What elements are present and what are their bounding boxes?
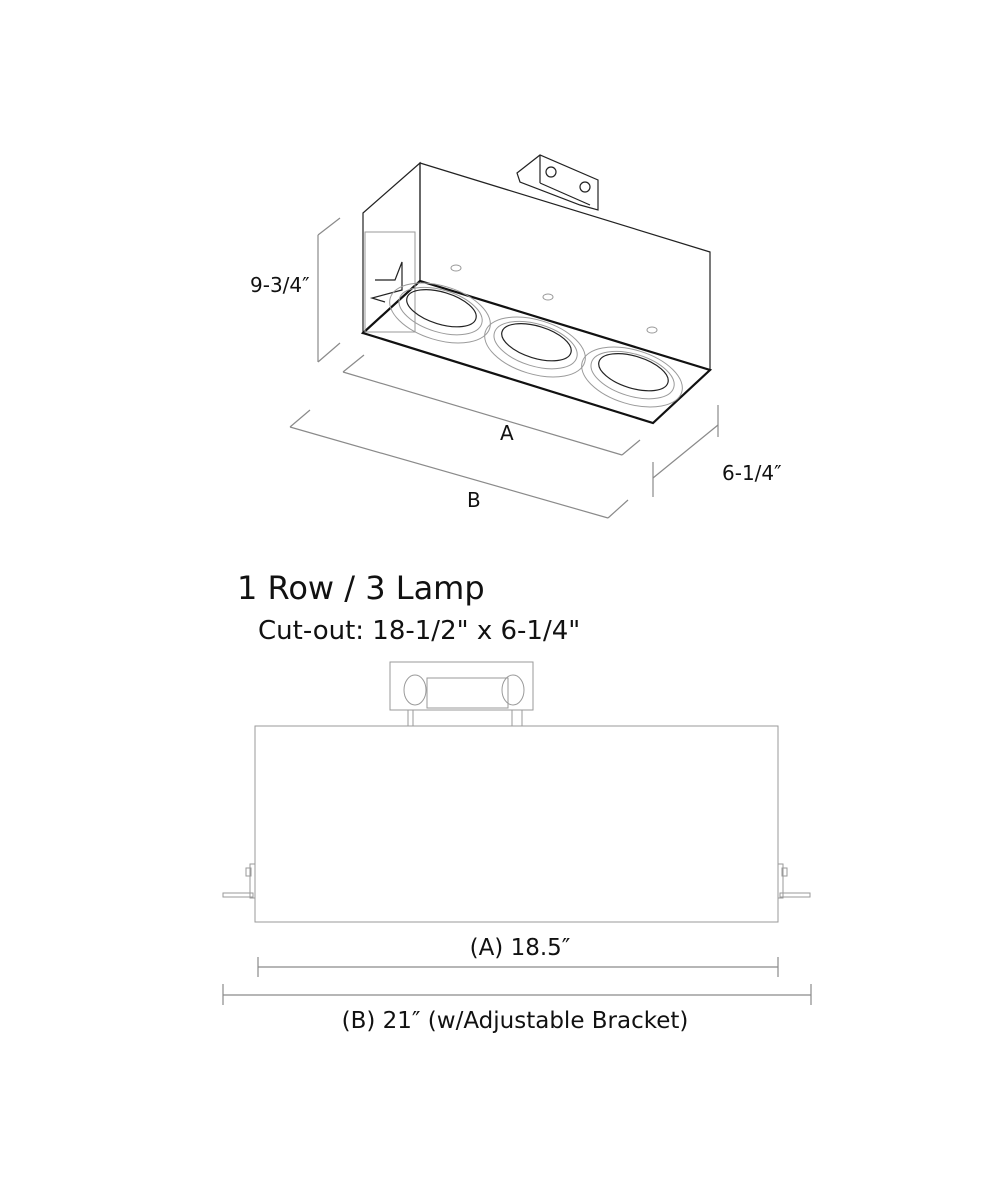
dim-b-label: B [467, 488, 481, 512]
bracket-clip [369, 261, 403, 303]
housing-bottom-opening [360, 279, 713, 425]
junction-box-side [389, 661, 534, 711]
side-dim-b-label: (B) 21″ (w/Adjustable Bracket) [342, 1008, 689, 1034]
product-title: 1 Row / 3 Lamp [237, 569, 485, 607]
right-adjustable-bracket [777, 863, 811, 899]
dimension-lines [289, 217, 719, 519]
housing-side [254, 725, 779, 923]
lamp-3 [581, 346, 683, 408]
isometric-housing: 9-3/4″ A B 6-1/4″ [250, 154, 782, 519]
lamp-2 [484, 316, 586, 378]
left-adjustable-bracket [222, 863, 256, 899]
side-view: (A) 18.5″ (B) 21″ (w/Adjustable Bracket) [222, 661, 812, 1034]
depth-label: 6-1/4″ [722, 461, 782, 485]
side-dim-a-label: (A) 18.5″ [470, 935, 571, 961]
dim-a-label: A [500, 421, 514, 445]
cutout-spec: Cut-out: 18-1/2" x 6-1/4" [258, 616, 580, 646]
height-label: 9-3/4″ [250, 273, 310, 297]
end-plate [364, 231, 416, 333]
lamp-1 [389, 282, 491, 344]
